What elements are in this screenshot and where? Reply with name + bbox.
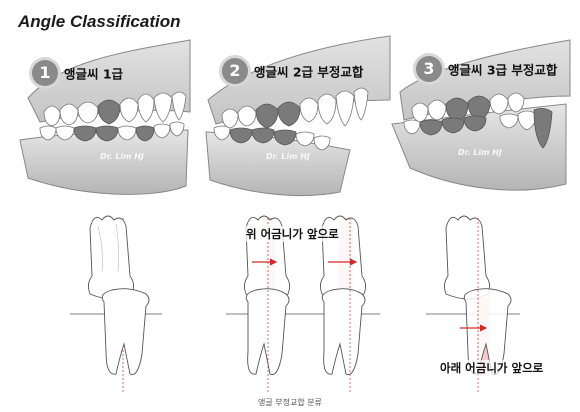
watermark-3: Dr. Lim HJ (458, 148, 502, 157)
panel-2-text: 앵글씨 2급 부정교합 (254, 64, 364, 80)
panel-3-text: 앵글씨 3급 부정교합 (448, 62, 558, 78)
panel-3-number: 3 (416, 56, 442, 82)
panel-1-label: 1 앵글씨 1급 (32, 60, 123, 86)
class1-lower-molar (101, 288, 150, 376)
figure-caption: 앵글 부정교합 분류 (258, 398, 322, 407)
panel-3-label: 3 앵글씨 3급 부정교합 (416, 56, 557, 82)
diagram-title: Angle Classification (18, 12, 181, 31)
class3-upper-molar (443, 215, 491, 300)
watermark-1: Dr. Lim HJ (100, 152, 144, 161)
class3-molars (426, 215, 520, 392)
class3-jaw (391, 39, 571, 191)
lower-forward-note: 아래 어금니가 앞으로 (438, 360, 546, 376)
class1-jaw (19, 39, 191, 195)
upper-forward-note: 위 어금니가 앞으로 (244, 226, 341, 242)
class1-upper-molar (87, 215, 135, 300)
panel-2-number: 2 (222, 58, 248, 84)
class1-molars (70, 215, 162, 392)
class2-jaw (205, 35, 391, 197)
panel-2-label: 2 앵글씨 2급 부정교합 (222, 58, 363, 84)
class2-lower-molar-left (245, 288, 290, 376)
class2-molars (226, 215, 380, 392)
class2-lower-molar-right (321, 288, 366, 376)
panel-1-number: 1 (32, 60, 58, 86)
watermark-2: Dr. Lim HJ (266, 152, 310, 161)
panel-1-text: 앵글씨 1급 (64, 66, 124, 82)
